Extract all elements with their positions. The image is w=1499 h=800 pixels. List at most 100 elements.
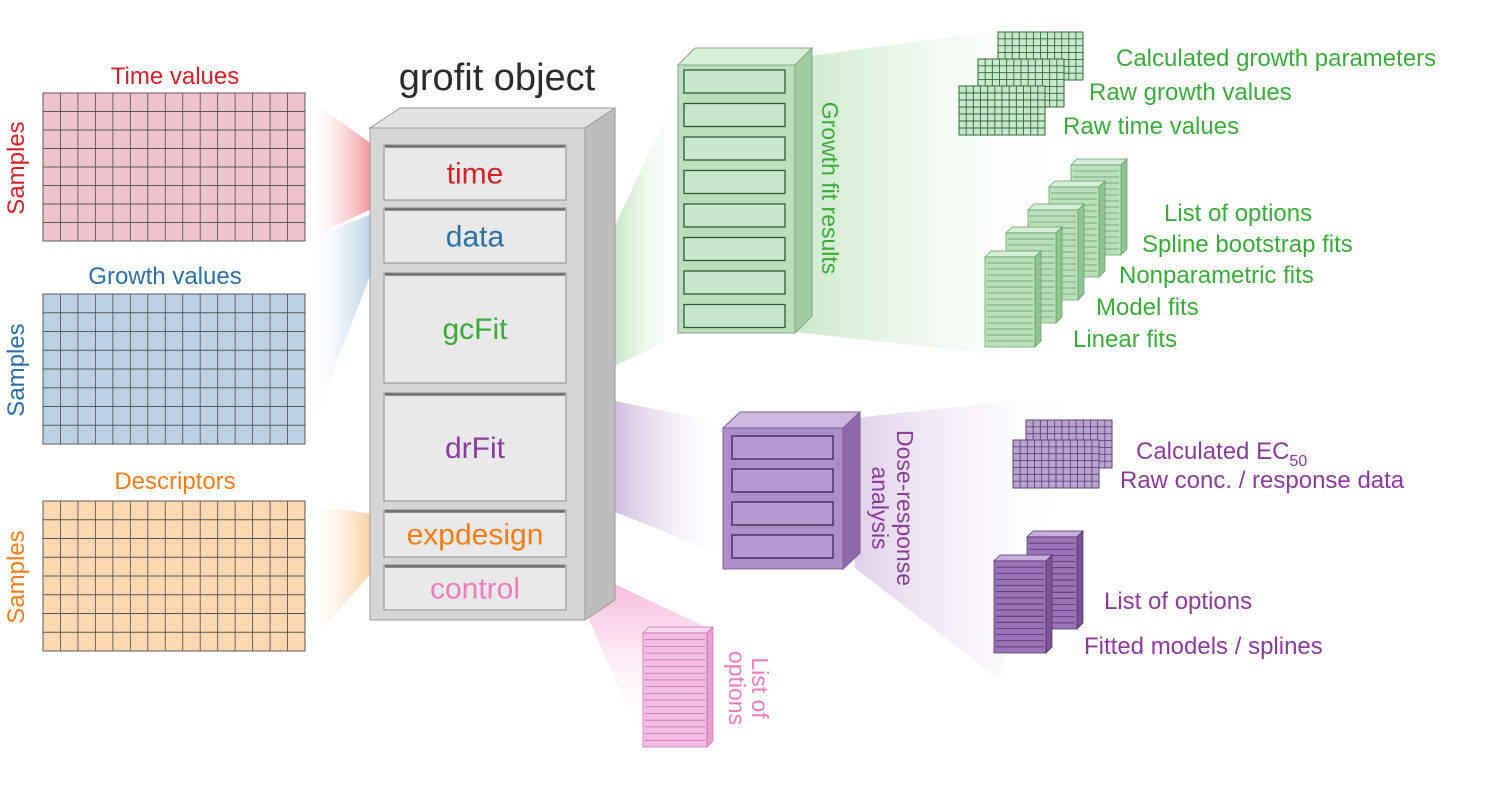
time-connector [305,96,380,240]
slot-frame [383,509,567,558]
time-samples-label: Samples [3,121,30,214]
expdesign-connector [305,505,382,650]
gf-table-raw-growth: Raw growth values [1089,79,1292,106]
slot-frame [383,392,567,502]
gf-list-options: List of options [1164,200,1312,227]
control-list [642,626,714,748]
growth-fit-box-side [794,46,813,335]
slot-expdesign-label: expdesign [407,519,544,552]
dose-ec50-sub: 50 [1289,453,1307,470]
dose-list-box-top [993,554,1053,562]
gf-list-box-top [1070,158,1128,166]
growth-values-grid [42,293,306,445]
dose-table-1 [1012,439,1100,489]
grofit-box-top [368,107,617,129]
descriptors-samples-label: Samples [3,530,30,623]
dose-row [731,435,834,460]
drfit-connector [585,395,735,560]
dose-row [731,468,834,493]
control-list-front [642,632,708,748]
slot-drfit-label: drFit [445,432,506,465]
grofit-title: grofit object [399,57,596,99]
slot-frame [383,272,567,384]
descriptors-label: Descriptors [114,468,235,495]
descriptors-grid [42,500,306,652]
growth-fit-row [683,270,786,295]
gf-list-box-front [984,256,1036,348]
slot-control-label: control [430,573,520,606]
gf-list-box-side [1077,203,1085,301]
gf-list-box-side [1120,158,1128,256]
gf-list-nonparametric: Nonparametric fits [1119,262,1314,289]
slot-time-label: time [447,158,504,191]
growth-samples-label: Samples [3,323,30,416]
growth-fit-row [683,102,786,128]
gf-list-box [984,250,1042,348]
gf-list-box-top [1005,226,1063,234]
dose-list-box-front [993,560,1047,654]
gf-list-spline: Spline bootstrap fits [1142,231,1353,258]
slot-gcfit: gcFit [383,272,567,384]
dose-ec50-prefix: Calculated EC [1136,438,1289,465]
dose-row [731,534,834,559]
slot-data-label: data [446,221,505,254]
growth-fit-label: Growth fit results [817,102,843,275]
object-slots: time data gcFit drFit expdesign control [383,144,567,611]
gf-list-model: Model fits [1096,294,1199,321]
growth-fit-row [683,203,786,228]
descriptors-grid [42,500,306,652]
slot-expdesign: expdesign [383,509,567,558]
gf-list-box-side [1098,180,1106,278]
dose-raw-label: Raw conc. / response data [1120,467,1405,494]
growth-fit-row [683,136,786,161]
slot-time: time [383,144,567,201]
gf-list-box-top [1027,203,1085,211]
gf-list-box-top [984,250,1042,258]
dose-list-stack [993,530,1084,654]
slot-frame [383,564,567,611]
slot-data: data [383,207,567,264]
dose-row [731,501,834,526]
growth-fit-box-top [676,47,814,66]
gf-list-box-side [1055,226,1063,324]
dose-ec50-label: Calculated EC50 [1136,438,1307,470]
dose-box-top [721,411,862,429]
gf-table-1 [958,85,1046,136]
dose-list-box-top [1026,530,1084,538]
dose-fitted-label: Fitted models / splines [1084,633,1323,660]
slot-frame [383,144,567,201]
control-list-box [642,626,714,748]
dose-list-box-side [1076,530,1084,630]
gf-list-linear: Linear fits [1073,326,1177,353]
dose-box-rows [731,435,834,559]
grofit-box-side [584,107,616,621]
growth-values-label: Growth values [88,263,241,290]
growth-grid [42,293,306,445]
dose-label-line1: Dose-response [892,430,918,586]
growth-fit-row [683,236,786,262]
gf-table-raw-time: Raw time values [1063,113,1239,140]
growth-fit-table-stack [958,31,1084,136]
data-connector [305,210,382,444]
growth-fit-row [683,69,786,94]
gf-table-calculated: Calculated growth parameters [1116,45,1436,72]
growth-fit-row [683,169,786,195]
dose-box-side [842,410,861,571]
dose-list-options: List of options [1104,588,1252,615]
control-output-line2: options [724,651,750,725]
control-list-side [706,626,714,748]
dose-list-box-side [1045,554,1053,654]
dose-table-stack [1012,419,1113,489]
growth-fit-list-stack [984,158,1128,348]
slot-gcfit-label: gcFit [442,313,508,346]
dose-list-box [993,554,1053,654]
gf-list-box-top [1048,180,1106,188]
slot-control: control [383,564,567,611]
slot-drfit: drFit [383,392,567,502]
growth-fit-row [683,303,786,329]
control-output-line1: List of [747,657,773,719]
slot-frame [383,207,567,264]
dose-label-line2: analysis [867,466,893,549]
gf-list-box-side [1034,250,1042,348]
time-values-grid [42,92,306,242]
